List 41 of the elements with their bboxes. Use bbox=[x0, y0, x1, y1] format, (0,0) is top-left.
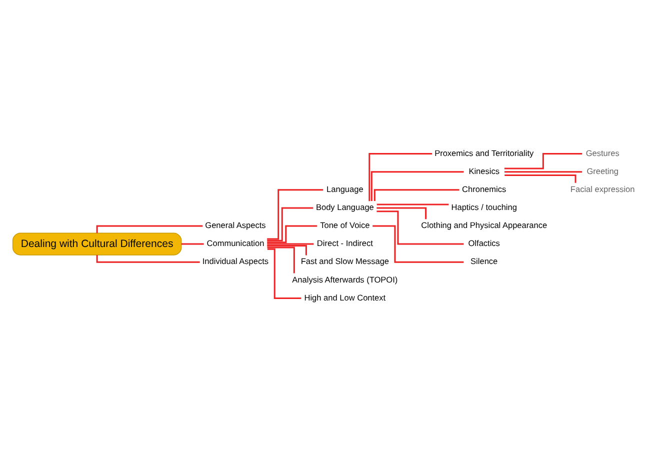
connector bbox=[267, 189, 324, 240]
connector bbox=[372, 225, 464, 263]
node-text: Tone of Voice bbox=[320, 221, 370, 230]
connector bbox=[376, 210, 464, 245]
connector bbox=[374, 189, 460, 202]
node-text: High and Low Context bbox=[304, 293, 386, 302]
node-text: Analysis Afterwards (TOPOI) bbox=[292, 275, 398, 284]
node-text: Gestures bbox=[586, 148, 620, 158]
connector bbox=[504, 153, 582, 170]
node-text: Greeting bbox=[586, 166, 618, 176]
connector bbox=[267, 207, 314, 242]
connector bbox=[267, 248, 302, 299]
node-box: Dealing with Cultural Differences bbox=[12, 232, 182, 256]
connector bbox=[267, 246, 295, 274]
node-text: Fast and Slow Message bbox=[300, 257, 390, 266]
connector bbox=[504, 171, 582, 173]
node-text: Clothing and Physical Appearance bbox=[421, 221, 548, 230]
node-text: Facial expression bbox=[570, 184, 635, 194]
connector bbox=[96, 254, 200, 263]
connector bbox=[267, 245, 307, 256]
connector bbox=[376, 204, 449, 206]
connector bbox=[267, 243, 314, 245]
node-text: Haptics / touching bbox=[451, 203, 517, 212]
connector bbox=[267, 225, 318, 244]
node-text: Communication bbox=[206, 239, 264, 248]
node-text: Language bbox=[326, 184, 364, 194]
node-text: Body Language bbox=[316, 203, 374, 212]
node-text: General Aspects bbox=[205, 221, 266, 230]
node-text: Direct - Indirect bbox=[316, 239, 373, 248]
connector bbox=[181, 243, 204, 245]
connector bbox=[376, 207, 427, 220]
node-text: Kinesics bbox=[468, 166, 500, 176]
node-text: Olfactics bbox=[468, 239, 500, 248]
connector bbox=[504, 174, 576, 183]
connector bbox=[370, 171, 464, 201]
node-text: Proxemics and Territoriality bbox=[434, 148, 534, 158]
connector bbox=[96, 225, 203, 234]
node-text: Chronemics bbox=[462, 184, 506, 194]
node-text: Silence bbox=[470, 257, 498, 266]
node-text: Individual Aspects bbox=[202, 257, 269, 266]
connector bbox=[368, 153, 432, 202]
